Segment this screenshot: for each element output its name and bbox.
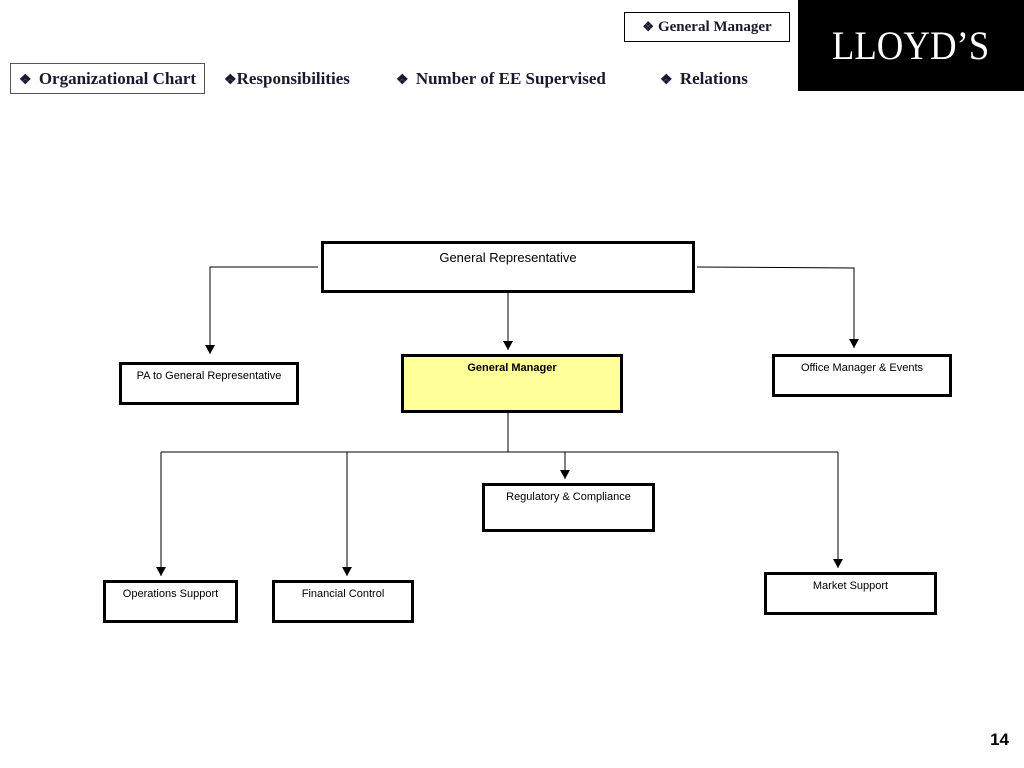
node-general-manager: General Manager [401, 354, 623, 413]
tab-responsibilities[interactable]: ❖Responsibilities [224, 69, 350, 89]
node-label: Operations Support [122, 588, 219, 600]
node-operations-support: Operations Support [103, 580, 238, 623]
page-number: 14 [990, 730, 1009, 749]
bullet-icon: ❖ [642, 19, 654, 34]
node-label: Office Manager & Events [800, 362, 924, 374]
node-label: General Representative [439, 250, 577, 265]
node-financial-control: Financial Control [272, 580, 414, 623]
bullet-icon: ❖ [396, 73, 409, 88]
connector-gr-to-pa [205, 266, 318, 354]
tab-number-of-ee-supervised[interactable]: ❖ Number of EE Supervised [396, 69, 606, 89]
connector-gr-to-office [696, 266, 859, 348]
node-label: Regulatory & Compliance [506, 491, 631, 503]
section-label: ❖ General Manager [624, 12, 790, 42]
node-regulatory-compliance: Regulatory & Compliance [482, 483, 655, 532]
bullet-icon: ❖ [19, 73, 32, 88]
node-market-support: Market Support [764, 572, 937, 615]
section-label-text: General Manager [657, 18, 772, 35]
node-label: Financial Control [301, 588, 385, 600]
bullet-icon: ❖ [224, 73, 237, 88]
logo-text: LLOYD’S [832, 23, 990, 68]
tab-organizational-chart[interactable]: ❖ Organizational Chart [10, 63, 206, 94]
tab-label: Relations [679, 69, 748, 88]
tab-label: Organizational Chart [38, 69, 197, 88]
bullet-icon: ❖ [660, 73, 673, 88]
node-office-manager-events: Office Manager & Events [772, 354, 952, 397]
node-general-representative: General Representative [321, 241, 695, 293]
tab-relations[interactable]: ❖ Relations [660, 69, 748, 89]
tab-label: Responsibilities [236, 69, 350, 88]
lloyds-logo: LLOYD’S [798, 0, 1024, 91]
tab-label: Number of EE Supervised [415, 69, 606, 88]
node-label: General Manager [467, 362, 557, 374]
node-pa-to-general-representative: PA to General Representative [119, 362, 299, 405]
node-label: PA to General Representative [136, 370, 282, 382]
node-label: Market Support [812, 580, 889, 592]
